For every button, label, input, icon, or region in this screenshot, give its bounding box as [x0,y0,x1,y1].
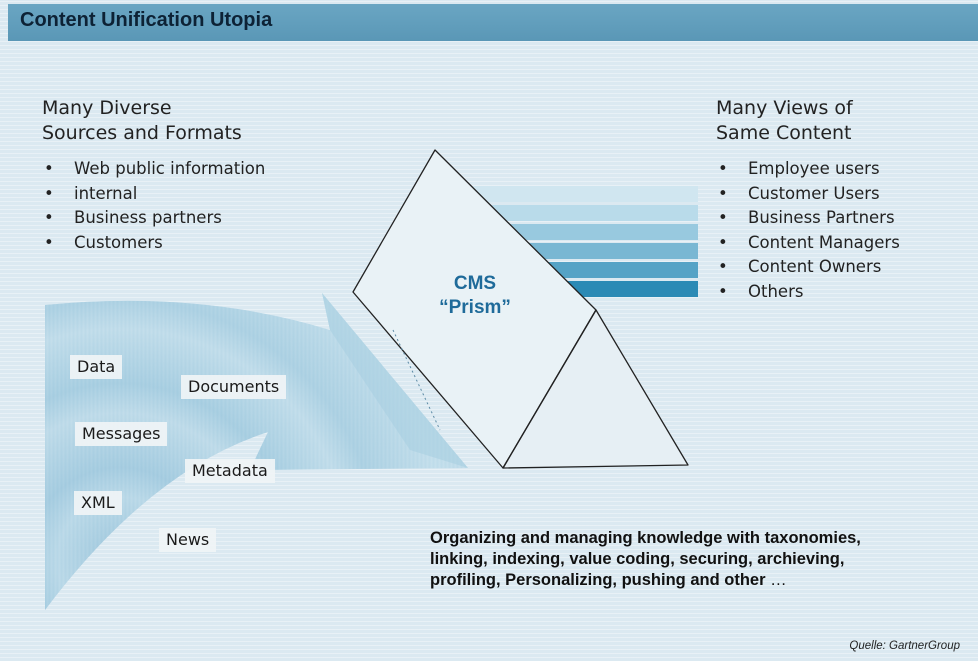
title-bar [8,4,978,41]
list-item: Content Owners [718,255,900,280]
tag-xml: XML [74,491,122,515]
band-1 [470,186,698,202]
sources-heading: Many Diverse Sources and Formats [42,96,242,146]
prism-label-line2: “Prism” [439,297,511,318]
band-2 [470,205,698,221]
list-item: internal [44,182,265,207]
list-item: Business partners [44,206,265,231]
views-heading-line1: Many Views of [716,97,853,119]
tag-documents: Documents [181,375,287,399]
list-item: Web public information [44,157,265,182]
list-item: Business Partners [718,206,900,231]
cms-prism [352,149,689,469]
sources-heading-line1: Many Diverse [42,97,172,119]
tag-news: News [159,528,217,552]
note-ellipsis: … [770,571,787,589]
note-text: Organizing and managing knowledge with t… [430,529,861,589]
knowledge-note: Organizing and managing knowledge with t… [430,528,870,591]
slide-title: Content Unification Utopia [20,9,273,31]
views-heading-line2: Same Content [716,122,852,144]
sources-list: Web public information internal Business… [44,157,265,255]
list-item: Customer Users [718,182,900,207]
prism-label: CMS “Prism” [425,272,525,320]
band-3 [470,224,698,240]
views-heading: Many Views of Same Content [716,96,853,146]
source-credit: Quelle: GartnerGroup [849,640,960,652]
tag-data: Data [70,355,123,379]
tag-metadata: Metadata [185,459,275,483]
views-list: Employee users Customer Users Business P… [718,157,900,304]
list-item: Content Managers [718,231,900,256]
prism-label-line1: CMS [453,273,497,294]
sources-heading-line2: Sources and Formats [42,122,242,144]
list-item: Others [718,280,900,305]
tag-messages: Messages [75,422,168,446]
list-item: Employee users [718,157,900,182]
list-item: Customers [44,231,265,256]
